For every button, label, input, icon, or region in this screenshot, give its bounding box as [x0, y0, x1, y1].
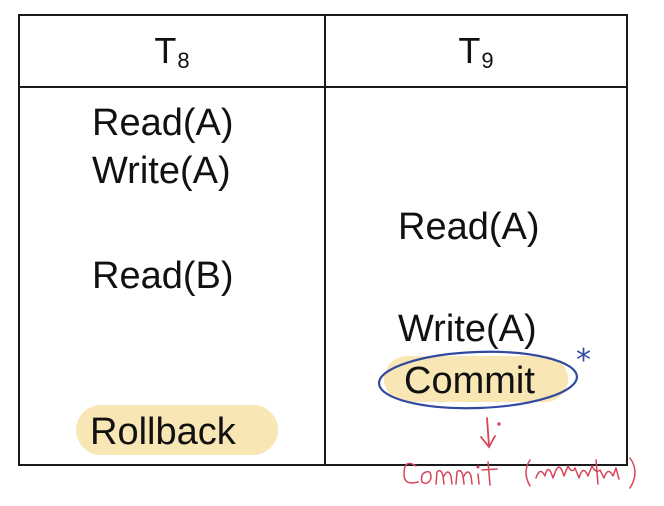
- t9-op-write-a: Write(A): [398, 308, 537, 350]
- header-t8-subscript: 8: [177, 48, 190, 73]
- header-t9-subscript: 9: [481, 48, 494, 73]
- header-divider: [20, 86, 626, 88]
- t8-op-rollback: Rollback: [90, 411, 236, 453]
- t8-op-read-b: Read(B): [92, 255, 234, 297]
- t9-op-commit: Commit: [404, 360, 535, 402]
- t8-op-write-a: Write(A): [92, 150, 231, 192]
- header-t9-name: T: [458, 30, 481, 71]
- t8-op-read-a: Read(A): [92, 102, 234, 144]
- column-divider: [324, 16, 326, 464]
- t9-op-read-a: Read(A): [398, 206, 540, 248]
- header-t8-name: T: [154, 30, 177, 71]
- rollback-highlight: [76, 405, 278, 455]
